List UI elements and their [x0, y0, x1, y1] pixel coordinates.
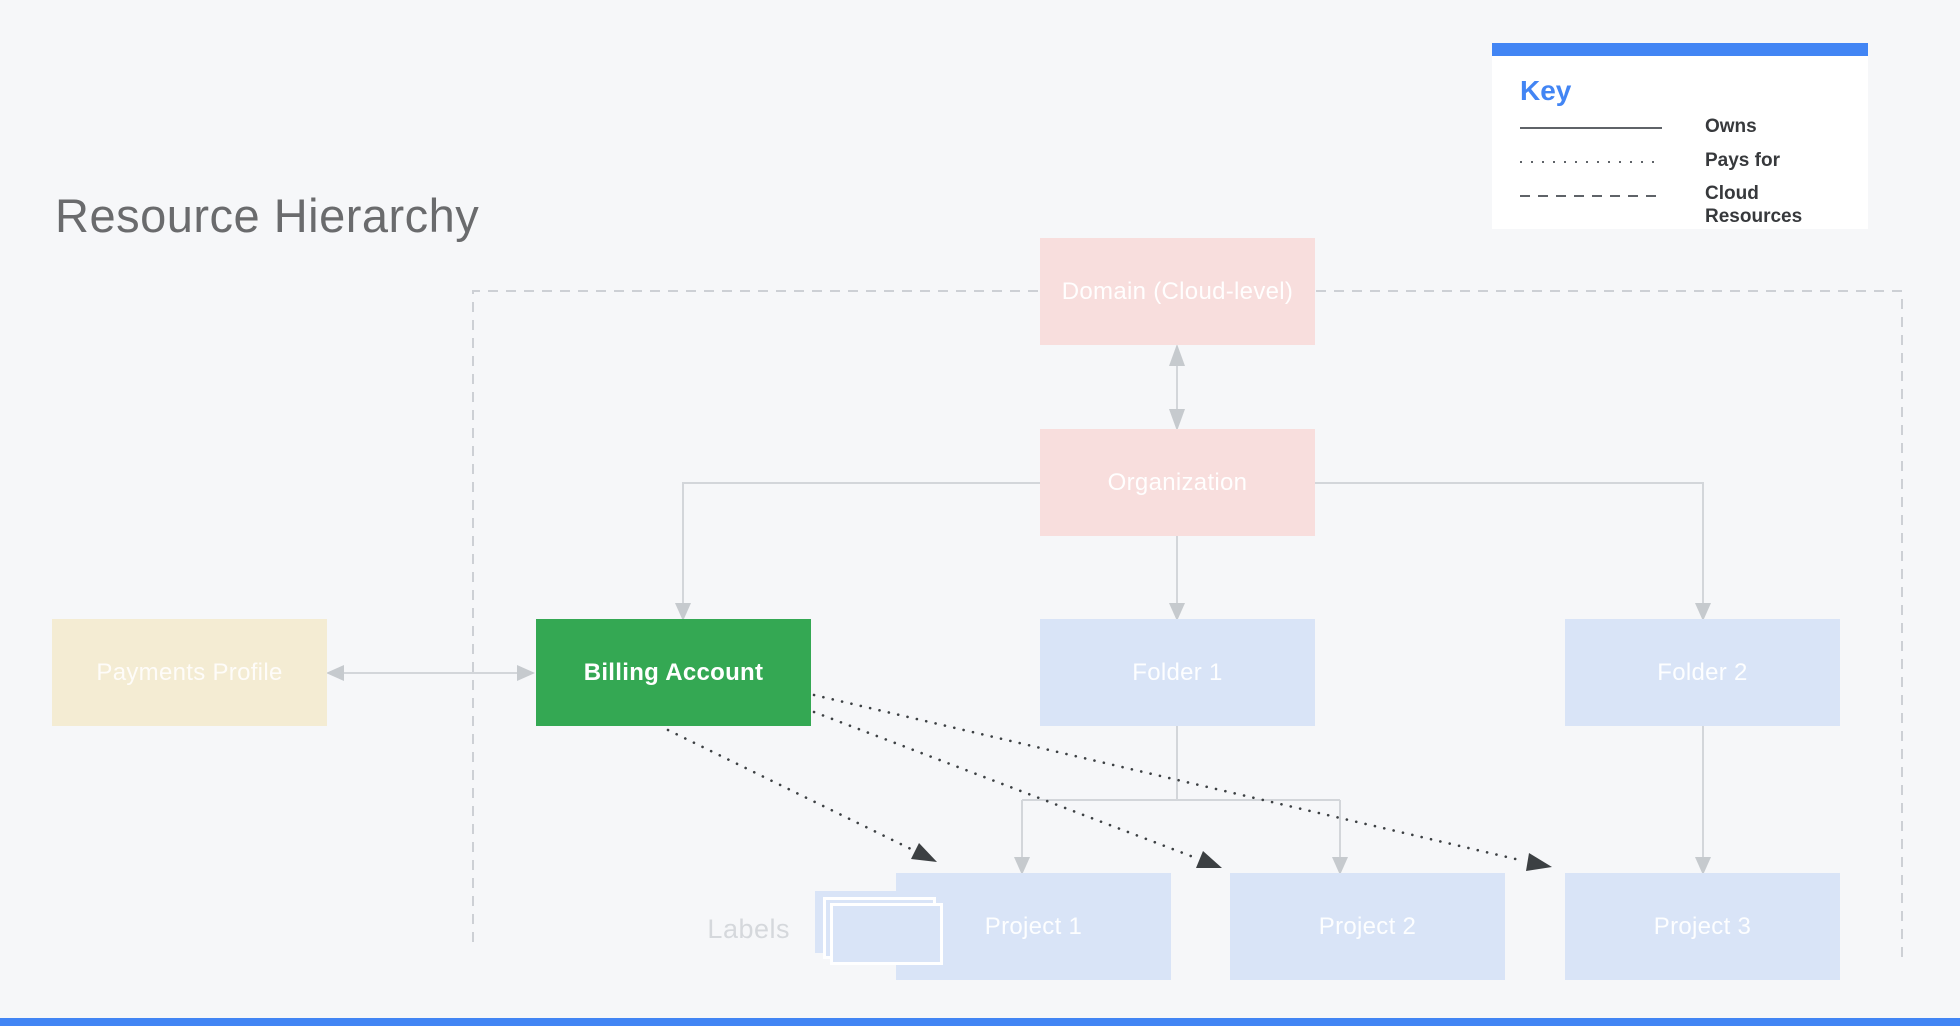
node-project1-label: Project 1: [984, 912, 1083, 940]
node-payments-profile-label: Payments Profile: [96, 658, 283, 686]
bottom-accent-bar: [0, 1018, 1960, 1026]
arrowhead-right: [517, 665, 535, 681]
arrowhead-down: [1169, 409, 1185, 431]
dotted-line-sample: [1520, 161, 1662, 163]
arrowhead-down: [1014, 857, 1030, 875]
node-project3: Project 3: [1565, 873, 1840, 980]
dashed-line-sample: [1520, 195, 1662, 197]
key-heading: Key: [1520, 75, 1572, 106]
arrowhead-project2: [1196, 851, 1222, 868]
node-project2-label: Project 2: [1318, 912, 1417, 940]
folder1-projects-branch: [1021, 725, 1341, 857]
node-project3-label: Project 3: [1653, 912, 1752, 940]
labels-caption: Labels: [707, 914, 790, 944]
arrowhead-down: [1169, 603, 1185, 621]
billing-project1-dotted: [666, 728, 919, 854]
organization-folder2-connector: [1315, 482, 1704, 603]
page-title: Resource Hierarchy: [55, 189, 480, 242]
billing-project3-dotted: [812, 693, 1526, 863]
arrowhead-project3: [1526, 853, 1552, 871]
arrowhead-down: [1695, 603, 1711, 621]
labels-card-front: [830, 903, 943, 965]
node-billing-account: Billing Account: [536, 619, 811, 726]
key-label-cloud-resources: Cloud Resources: [1705, 183, 1803, 227]
labels-stack-icon: [815, 891, 947, 967]
owns-connectors: [326, 344, 1711, 875]
arrowhead-down: [1695, 857, 1711, 875]
node-project2: Project 2: [1230, 873, 1505, 980]
organization-billing-connector: [682, 482, 1040, 603]
node-payments-profile: Payments Profile: [52, 619, 327, 726]
key-accent-bar: [1492, 43, 1868, 56]
node-domain-label: Domain (Cloud-level): [1061, 277, 1294, 305]
key-legend: Key Owns Pays for Cloud Resources: [1492, 43, 1868, 229]
billing-project2-dotted: [812, 710, 1198, 860]
node-billing-account-label: Billing Account: [583, 658, 764, 686]
node-folder2: Folder 2: [1565, 619, 1840, 726]
arrowhead-down: [675, 603, 691, 621]
arrowhead-down: [1332, 857, 1348, 875]
node-folder1: Folder 1: [1040, 619, 1315, 726]
cloud-resources-boundary: [472, 290, 1903, 957]
arrowhead-left: [326, 665, 344, 681]
pays-for-arrows: [666, 693, 1552, 871]
arrowhead-project1: [911, 843, 937, 862]
solid-line-sample: [1520, 127, 1662, 129]
node-organization-label: Organization: [1107, 468, 1248, 496]
key-label-pays-for: Pays for: [1705, 150, 1780, 171]
key-label-owns: Owns: [1705, 116, 1757, 137]
node-organization: Organization: [1040, 429, 1315, 536]
node-domain: Domain (Cloud-level): [1040, 238, 1315, 345]
arrowhead-up: [1169, 344, 1185, 366]
node-folder1-label: Folder 1: [1132, 658, 1223, 686]
node-folder2-label: Folder 2: [1657, 658, 1748, 686]
